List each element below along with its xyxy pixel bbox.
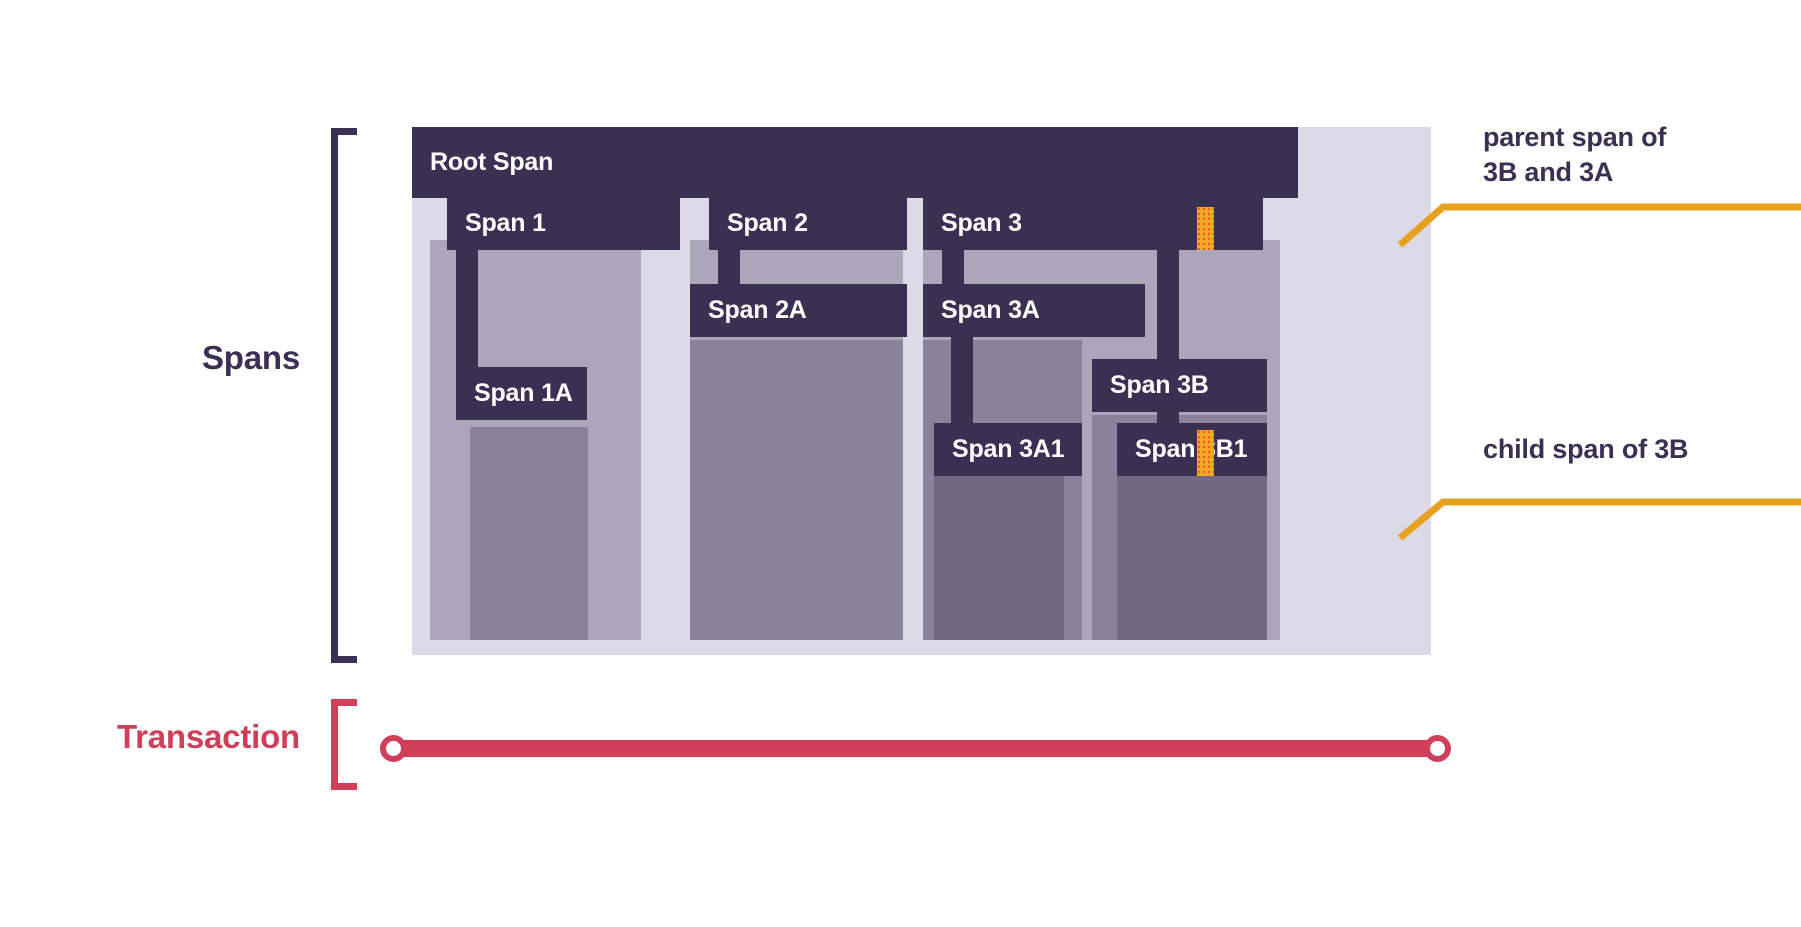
parent-callout-leader-line: [1397, 203, 1801, 248]
transaction-bracket: [331, 699, 357, 790]
parent-span-annotation: parent span of 3B and 3A: [1483, 122, 1667, 187]
spans-container: Root Span Span 1 Span 1A Span 2 Span 2A …: [412, 127, 1431, 655]
span-body-span3b1: [1117, 475, 1267, 640]
spans-axis-label: Spans: [201, 339, 300, 376]
span-bar-span1[interactable]: Span 1: [447, 197, 680, 250]
span-bar-span3a1[interactable]: Span 3A1: [934, 423, 1082, 476]
transaction-timeline-bar: [385, 740, 1438, 757]
transaction-start-endpoint-icon[interactable]: [380, 735, 407, 762]
span-bar-span1a[interactable]: Span 1A: [456, 367, 587, 420]
transaction-end-endpoint-icon[interactable]: [1424, 735, 1451, 762]
child-callout-leader-line: [1397, 498, 1801, 541]
span-body-span2a: [690, 340, 903, 640]
spans-bracket: [331, 128, 357, 663]
transaction-axis-label: Transaction: [116, 718, 300, 755]
connector-span3a-to-span3a1: [951, 332, 973, 447]
child-span-marker-icon: [1197, 430, 1214, 476]
parent-span-marker-icon: [1197, 207, 1214, 250]
connector-span3-to-span3b: [1157, 245, 1179, 387]
span-body-span1a: [470, 427, 588, 640]
span-bar-span2[interactable]: Span 2: [709, 197, 907, 250]
span-body-span3a1: [934, 475, 1064, 640]
span-bar-span3a[interactable]: Span 3A: [923, 284, 1145, 337]
child-span-annotation: child span of 3B: [1483, 434, 1689, 464]
span-bar-span3b[interactable]: Span 3B: [1092, 359, 1267, 412]
connector-span1-to-span1a: [456, 245, 478, 405]
span-bar-root[interactable]: Root Span: [412, 127, 1298, 198]
span-bar-span3b1[interactable]: Span 3B1: [1117, 423, 1267, 476]
span-body-span3a: [923, 340, 1082, 640]
span-bar-span2a[interactable]: Span 2A: [690, 284, 907, 337]
